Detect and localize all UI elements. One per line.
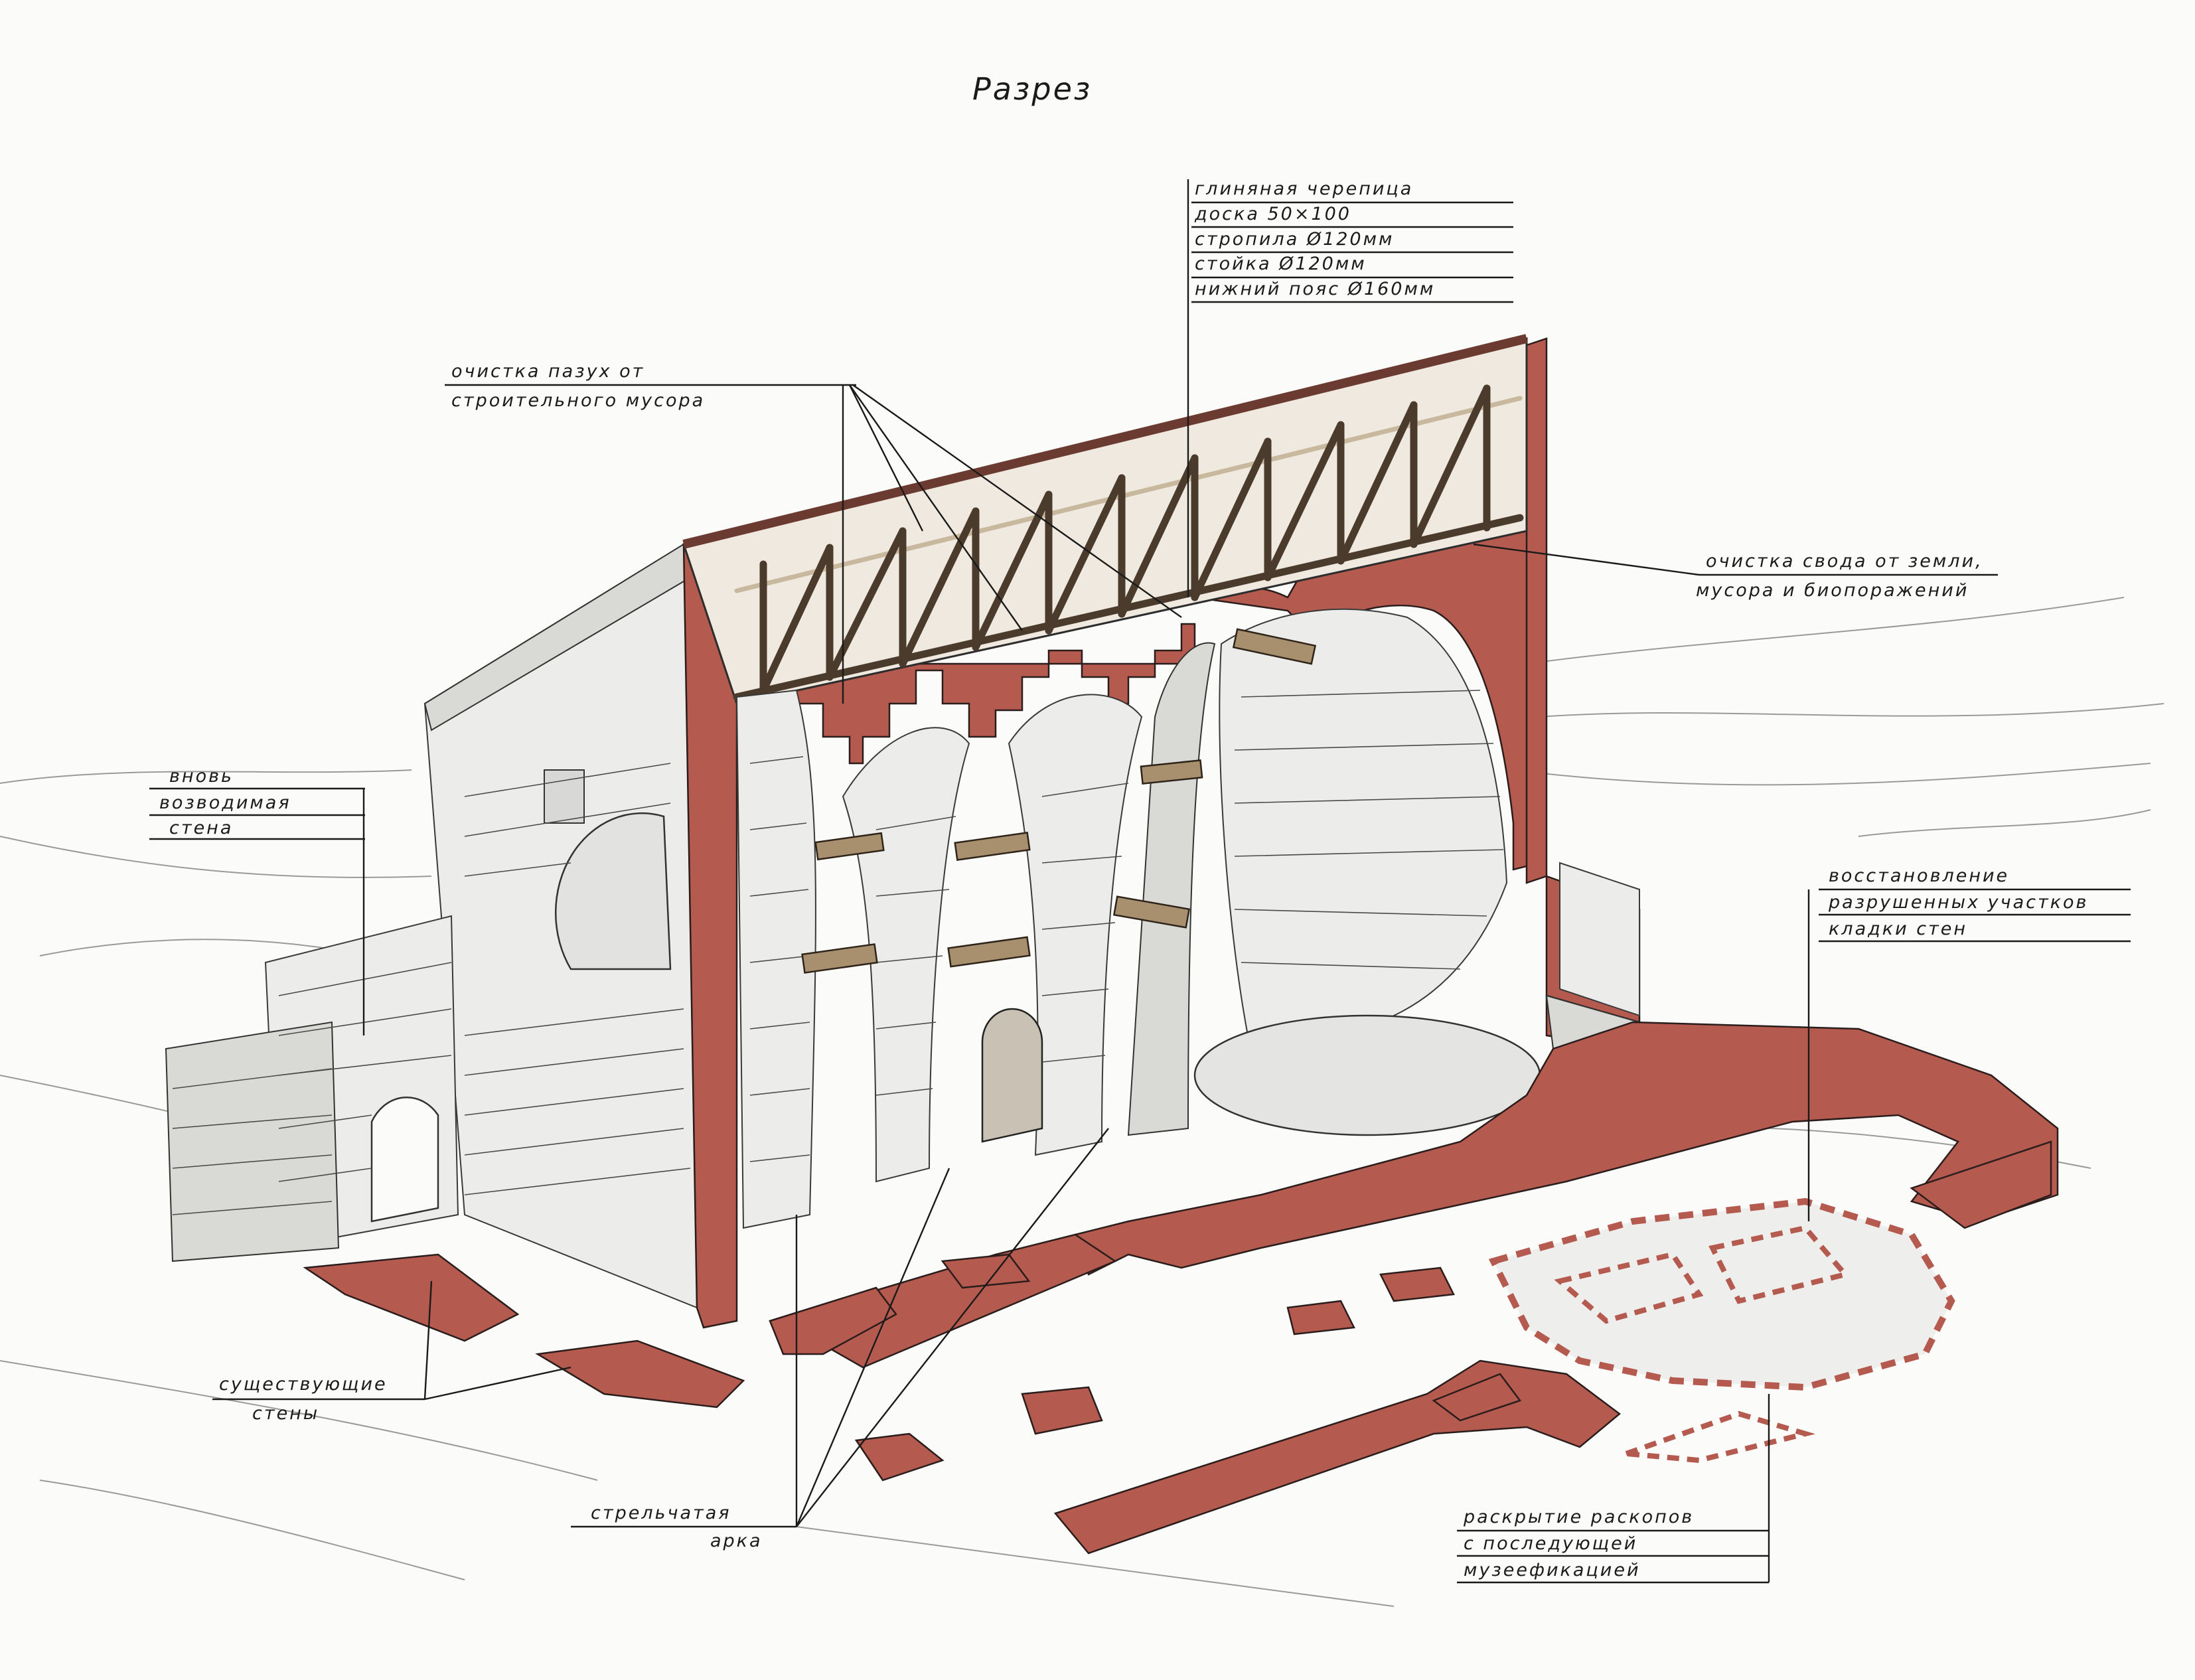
new-wall-label: стена: [169, 818, 233, 838]
roof-layer-label: нижний пояс Ø160мм: [1195, 279, 1435, 299]
pointed-arch-label: стрельчатая: [591, 1503, 731, 1523]
existing-walls-callout: существующие стены: [212, 1280, 571, 1424]
vault-callout: очистка свода от земли, мусора и биопора…: [1473, 543, 1998, 601]
roof-layer-label: стойка Ø120мм: [1195, 254, 1367, 274]
truss-braces: [759, 384, 1491, 694]
new-wall-label: вновь: [169, 766, 234, 787]
new-wall-callout: вновь возводимая стена: [149, 766, 365, 1035]
existing-walls-label: стены: [252, 1403, 319, 1424]
cavities-callout: очистка пазух от строительного мусора: [445, 361, 1182, 704]
roof-layer-label: доска 50×100: [1194, 204, 1351, 224]
cavities-label: очистка пазух от: [451, 361, 644, 382]
existing-walls-label: существующие: [219, 1374, 388, 1395]
excavation-label: музеефикацией: [1464, 1560, 1641, 1580]
restoration-callout: восстановление разрушенных участков клад…: [1807, 866, 2131, 1221]
cavities-label: строительного мусора: [451, 390, 705, 411]
pointed-arch-callout: стрельчатая арка: [571, 1128, 1109, 1551]
excavation-label: раскрытие раскопов: [1463, 1507, 1694, 1527]
excavation-label: с последующей: [1464, 1533, 1637, 1554]
restoration-label: кладки стен: [1829, 919, 1967, 939]
drawing-title: Разрез: [972, 71, 1092, 107]
vault-label: мусора и биопоражений: [1696, 580, 1969, 601]
restoration-label: восстановление: [1829, 866, 2009, 886]
new-wall-label: возводимая: [159, 793, 291, 813]
interior-arches: [735, 608, 1541, 1229]
excavation-area: [1488, 1197, 1955, 1464]
pointed-arch-label: арка: [710, 1531, 763, 1551]
church-facade: [165, 543, 698, 1309]
section-cut: [682, 337, 1641, 1329]
restoration-label: разрушенных участков: [1828, 892, 2088, 913]
foundations: [303, 1021, 2059, 1555]
roof-truss: [682, 334, 1528, 705]
excavation-callout: раскрытие раскопов с последующей музеефи…: [1457, 1394, 1770, 1584]
vault-label: очистка свода от земли,: [1706, 551, 1983, 572]
roof-layer-label: глиняная черепица: [1195, 179, 1413, 199]
tie-beams: [801, 628, 1317, 974]
roof-layers-callout: глиняная черепица доска 50×100 стропила …: [1187, 179, 1513, 597]
roof-layer-label: стропила Ø120мм: [1195, 229, 1394, 250]
truss-posts: [759, 384, 1491, 694]
